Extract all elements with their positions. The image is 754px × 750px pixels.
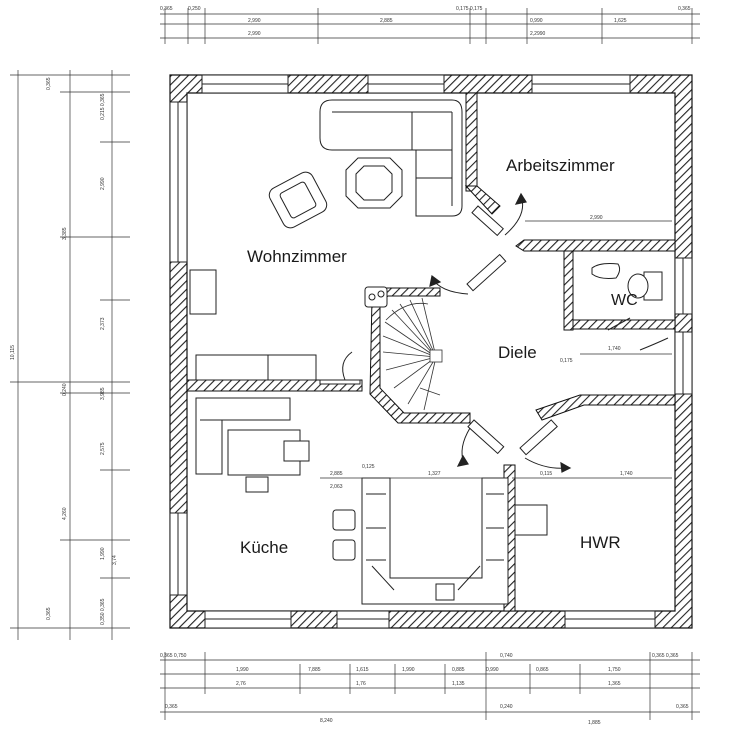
dim-top-7: 0,990	[530, 18, 543, 24]
dimension-texts: 0,365 0,250 0,175 0,175 0,365 2,990 2,88…	[160, 6, 691, 726]
dim-int-8: 0,175	[560, 358, 573, 364]
dim-top-8: 1,625	[614, 18, 627, 24]
dim-bot-7: 1,990	[402, 667, 415, 673]
windows	[169, 74, 693, 629]
dimension-texts-vertical: 10,115 0,240 0,365 3,385 4,260 3,74 0,36…	[10, 77, 118, 625]
dim-bot-8: 0,885	[452, 667, 465, 673]
room-label-wohnzimmer: Wohnzimmer	[247, 247, 347, 266]
dim-bot-20: 1,885	[588, 720, 601, 726]
dim-int-3: 2,885	[330, 471, 343, 477]
furniture-wc	[591, 263, 669, 351]
dim-int-5: 1,327	[428, 471, 441, 477]
dim-left-outer-1: 10,115	[10, 345, 16, 360]
dim-left-mid-6: 1,990	[100, 547, 106, 560]
room-label-kueche: Küche	[240, 538, 288, 557]
dim-bot-9: 0,990	[486, 667, 499, 673]
dim-int-7: 1,740	[620, 471, 633, 477]
dim-left-outer-2: 0,240	[62, 383, 68, 396]
furniture-kueche	[195, 397, 548, 605]
dim-left-inner-4: 3,74	[112, 555, 118, 565]
room-label-diele: Diele	[498, 343, 537, 362]
dim-int-4: 2,063	[330, 484, 343, 490]
dim-int-9: 1,740	[608, 346, 621, 352]
dim-left-mid-2: 2,990	[100, 177, 106, 190]
room-label-hwr: HWR	[580, 533, 621, 552]
dim-left-inner-3: 4,260	[62, 507, 68, 520]
dim-bot-13: 1,76	[356, 681, 366, 687]
dim-bot-18: 0,240	[500, 704, 513, 710]
dim-int-6: 0,115	[540, 471, 552, 477]
dim-bot-11: 1,750	[608, 667, 621, 673]
furniture-wohnzimmer	[189, 99, 463, 381]
dim-left-inner-1: 0,365	[46, 77, 52, 90]
dim-int-2: 0,125	[362, 464, 375, 470]
dim-bot-16: 0,365	[165, 704, 178, 710]
dimension-lines	[10, 8, 700, 720]
door-arrows	[429, 192, 572, 473]
dim-left-inner-5: 0,365	[46, 607, 52, 620]
doors	[319, 195, 631, 469]
dim-left-mid-4: 3,985	[100, 387, 106, 400]
dim-bot-6: 1,615	[356, 667, 369, 673]
dim-bot-3: 0,365 0,365	[652, 653, 679, 659]
dim-int-1: 2,990	[590, 215, 603, 221]
dim-left-mid-7: 0,350 0,365	[100, 598, 106, 625]
dim-bot-1: 0,365 0,750	[160, 653, 187, 659]
dim-top-5: 2,990	[248, 18, 261, 24]
dim-bot-5: 7,885	[308, 667, 321, 673]
dim-top-10: 2,2990	[530, 31, 546, 37]
dim-bot-12: 2,76	[236, 681, 246, 687]
dim-left-mid-5: 2,575	[100, 442, 106, 455]
dim-bot-17: 8,240	[320, 718, 333, 724]
dim-left-inner-2: 3,385	[62, 227, 68, 240]
staircase	[382, 297, 443, 411]
dim-left-mid-1: 0,215 0,365	[100, 93, 106, 120]
dim-bot-19: 0,365	[676, 704, 689, 710]
dim-bot-2: 0,740	[500, 653, 513, 659]
dim-bot-10: 0,865	[536, 667, 549, 673]
dim-top-2: 0,250	[188, 6, 201, 12]
dim-top-6: 2,885	[380, 18, 393, 24]
room-label-wc: WC	[611, 292, 638, 309]
exterior-walls	[169, 74, 693, 629]
dim-top-9: 2,990	[248, 31, 261, 37]
dim-bot-14: 1,135	[452, 681, 465, 687]
dim-bot-15: 1,365	[608, 681, 621, 687]
dim-top-4: 0,365	[678, 6, 691, 12]
dim-top-3: 0,175 0,175	[456, 6, 483, 12]
dim-left-mid-3: 2,373	[100, 317, 106, 330]
room-label-arbeitszimmer: Arbeitszimmer	[506, 156, 615, 175]
dim-top-1: 0,365	[160, 6, 173, 12]
dim-bot-4: 1,990	[236, 667, 249, 673]
